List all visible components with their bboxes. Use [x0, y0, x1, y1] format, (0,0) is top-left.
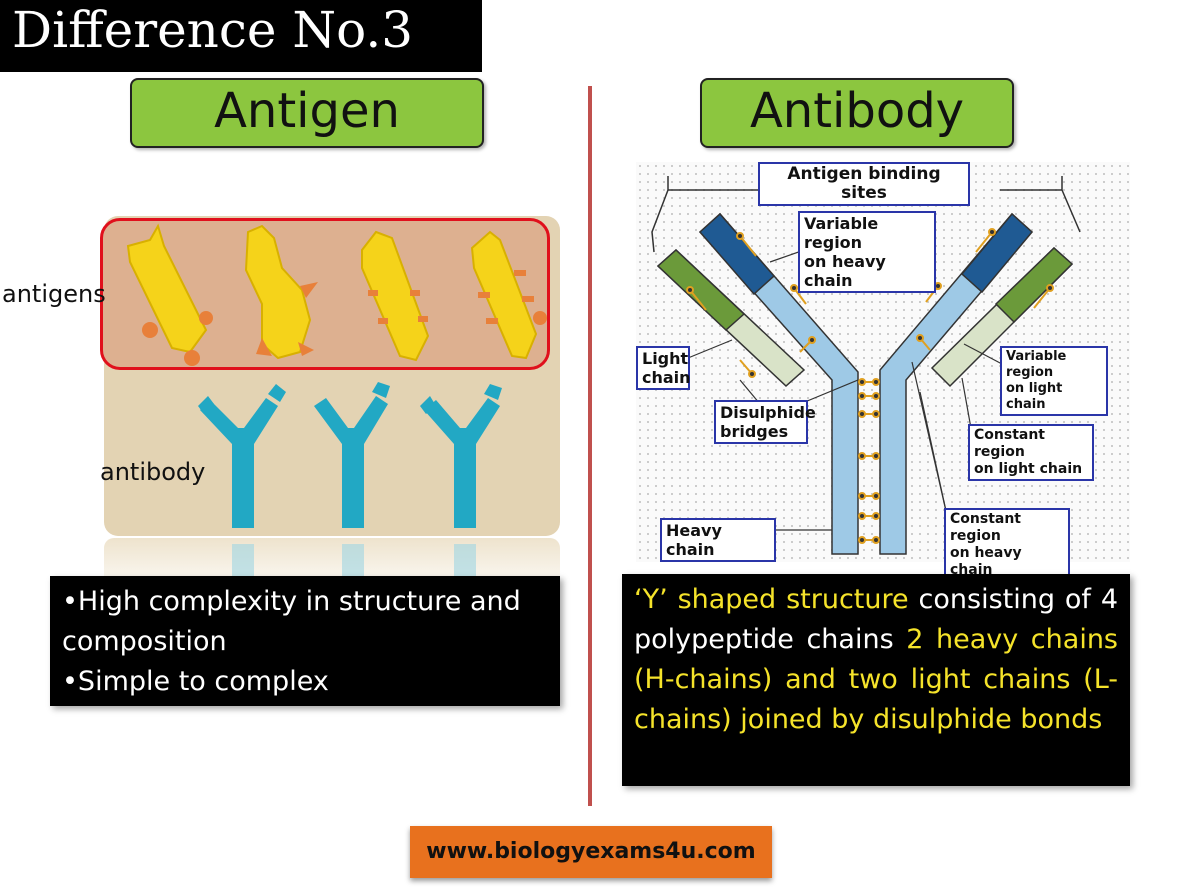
callout-disulphide-line-1: Disulphide	[720, 403, 816, 422]
callout-variable-light-line-1: Variable region	[1006, 349, 1067, 380]
callout-antigen-binding-sites: Antigen binding sites	[758, 162, 970, 206]
antigen-heading: Antigen	[130, 78, 484, 148]
antigen-shape-3	[361, 230, 430, 362]
center-divider	[588, 86, 592, 806]
antigen-bullet-1: •High complexity in structure and compos…	[62, 586, 521, 657]
antigens-label: antigens	[2, 280, 106, 308]
callout-light-chain-line-2: chain	[642, 368, 691, 387]
antigen-description-box: •High complexity in structure and compos…	[50, 576, 560, 706]
callout-variable-heavy: Variable region on heavy chain	[798, 211, 936, 293]
antibody-shape-3	[420, 384, 502, 528]
heavy-chain-right	[879, 212, 1034, 555]
callout-heavy-chain: Heavy chain	[660, 518, 776, 562]
callout-constant-light-line-2: on light chain	[974, 461, 1083, 477]
callout-constant-light-line-1: Constant region	[974, 427, 1045, 460]
light-chain-right	[930, 246, 1074, 388]
callout-light-chain-line-1: Light	[642, 349, 689, 368]
antibody-reflections	[232, 544, 476, 584]
antigen-bullet-2: •Simple to complex	[62, 666, 329, 697]
antigen-shape-4	[470, 230, 547, 360]
slide-title: Difference No.3	[0, 0, 482, 72]
disulphide-bridges	[686, 228, 1054, 544]
antibody-heading: Antibody	[700, 78, 1014, 148]
description-highlight-chains: 2 heavy chains (H-chains) and two light …	[634, 624, 1118, 735]
callout-variable-light: Variable region on light chain	[1000, 346, 1108, 416]
callout-variable-light-line-2: on light chain	[1006, 381, 1063, 412]
light-chain-left	[656, 248, 806, 388]
callout-variable-heavy-line-2: on heavy chain	[804, 252, 886, 290]
antibody-shape-1	[198, 384, 286, 528]
description-highlight-y-shape: ‘Y’ shaped structure	[634, 584, 909, 615]
antibody-label: antibody	[100, 458, 206, 486]
description-plain-text: consisting of 4 polypeptide chains	[634, 584, 1119, 655]
callout-constant-heavy-line-1: Constant region	[950, 511, 1021, 544]
heavy-chain-left	[698, 212, 859, 555]
callout-variable-heavy-line-1: Variable region	[804, 214, 879, 252]
callout-constant-light: Constant region on light chain	[968, 424, 1094, 481]
antigen-shape-2	[244, 224, 318, 360]
antigen-shape-1	[126, 223, 213, 366]
callout-disulphide-bridges: Disulphide bridges	[714, 400, 816, 444]
callout-light-chain: Light chain	[636, 346, 691, 390]
antibody-shape-2	[314, 382, 390, 528]
footer-url-link[interactable]: www.biologyexams4u.com	[410, 826, 772, 878]
callout-disulphide-line-2: bridges	[720, 422, 789, 441]
callout-constant-heavy: Constant region on heavy chain	[944, 508, 1070, 582]
antibody-description-box: ‘Y’ shaped structure consisting of 4 pol…	[622, 574, 1130, 786]
